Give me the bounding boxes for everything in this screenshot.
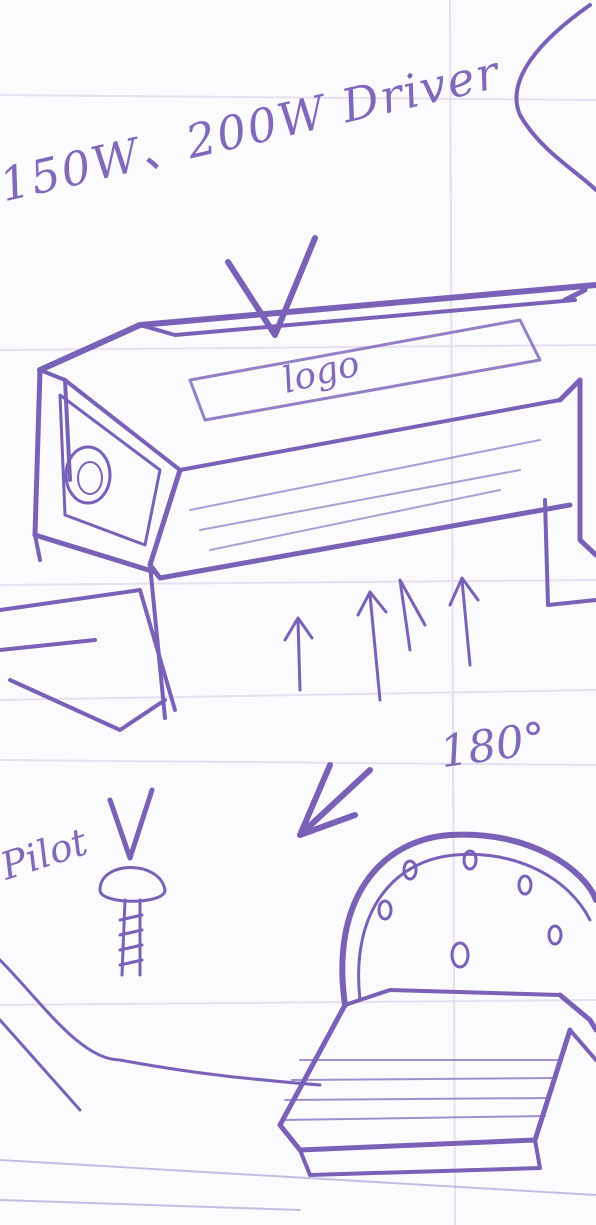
pilot-pointer xyxy=(110,790,152,858)
base-plate xyxy=(280,1005,596,1175)
driver-pointer xyxy=(228,238,315,335)
pilot-lamp xyxy=(100,868,165,976)
bottom-left-lines xyxy=(0,960,320,1110)
upward-arrows xyxy=(285,578,478,700)
top-curve-stroke xyxy=(516,5,596,190)
rotation-arrow xyxy=(300,765,370,835)
